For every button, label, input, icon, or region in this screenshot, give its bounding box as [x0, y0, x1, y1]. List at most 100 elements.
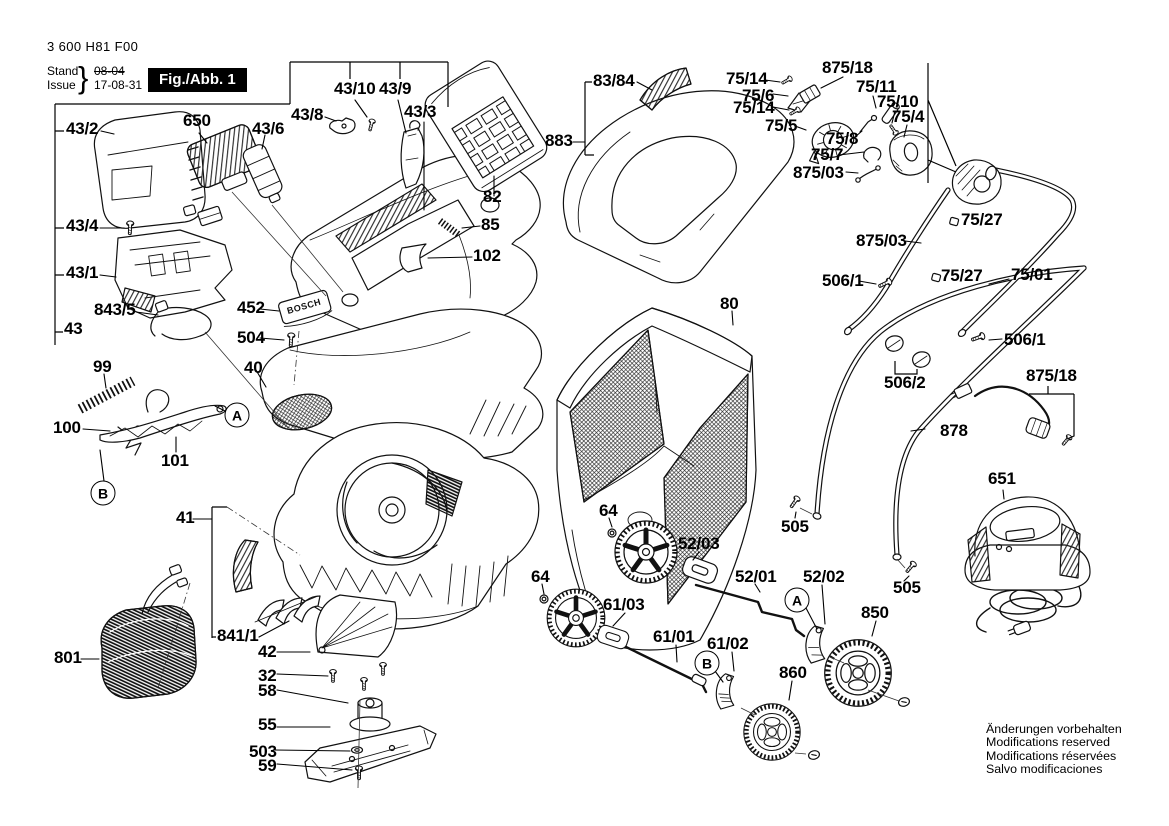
new-issue-date: 17-08-31: [94, 77, 143, 92]
screw-504-drawing: [286, 332, 296, 348]
part-callout-75-6: 75/6: [742, 86, 775, 105]
washer-503-drawing: [350, 746, 364, 754]
charger-651-drawing: [964, 496, 1091, 636]
part-callout-40: 40: [244, 358, 263, 377]
screws-32-drawing: [329, 661, 387, 691]
part-callout-75-5: 75/5: [765, 116, 798, 135]
wheel-front-upper-drawing: [615, 521, 677, 583]
part-callout-100: 100: [53, 418, 81, 437]
part-callout-75-27: 75/27: [961, 210, 1003, 229]
part-callout-83-84: 83/84: [593, 71, 635, 90]
part-number: 3 600 H81 F00: [47, 39, 139, 54]
part-callout-875-18: 875/18: [1026, 366, 1077, 385]
fan-deck-drawing: [273, 422, 540, 630]
axle-52-01-drawing: [694, 583, 806, 638]
clip-75-7: [863, 146, 882, 163]
view-marker-B: B: [694, 650, 720, 676]
part-callout-75-14: 75/14: [726, 69, 768, 88]
blade-55-drawing: [304, 725, 437, 783]
note-line-en: Modifications reserved: [986, 735, 1110, 750]
part-callout-80: 80: [720, 294, 739, 313]
part-callout-52-02: 52/02: [803, 567, 845, 586]
battery-pack-43-6-drawing: [242, 144, 283, 204]
part-callout-75-10: 75/10: [877, 92, 919, 111]
modification-notes: Änderungen vorbehalten Modifications res…: [986, 722, 1122, 777]
axle-61-01-drawing: [622, 644, 708, 694]
flap-102-drawing: [399, 243, 427, 273]
part-callout-75-01: 75/01: [1011, 265, 1053, 284]
part-callout-875-03: 875/03: [856, 231, 907, 250]
wheel-rear-850-drawing: [825, 640, 892, 707]
stand-label: Stand: [47, 64, 79, 78]
part-callout-102: 102: [473, 246, 501, 265]
part-callout-101: 101: [161, 451, 189, 470]
part-callout-883: 883: [545, 131, 573, 150]
part-callout-75-4: 75/4: [892, 107, 925, 126]
part-callout-61-03: 61/03: [603, 595, 645, 614]
clip-843-5-drawing: [150, 300, 212, 341]
part-callout-43-9: 43/9: [379, 79, 412, 98]
note-line-de: Änderungen vorbehalten: [986, 722, 1122, 736]
part-callout-61-02: 61/02: [707, 634, 749, 653]
part-callout-875-18: 875/18: [822, 58, 873, 77]
top-cover-883-drawing: [562, 90, 795, 284]
part-callout-82: 82: [483, 187, 502, 206]
part-callout-878: 878: [940, 421, 968, 440]
screw-43-10-drawing: [366, 117, 377, 133]
bosch-badge-452-drawing: BOSCH: [278, 289, 333, 327]
construction-lines: [157, 191, 906, 789]
view-marker-B: B: [90, 480, 116, 506]
bracket-52-02-drawing: [805, 625, 826, 664]
view-marker-A: A: [784, 587, 810, 613]
cable-875-18-drawing: [950, 383, 1074, 448]
part-callout-505: 505: [893, 578, 921, 597]
switch-plate-75-5: [808, 122, 855, 165]
part-callout-41: 41: [176, 508, 195, 527]
part-callout-850: 850: [861, 603, 889, 622]
part-callout-43-10: 43/10: [334, 79, 376, 98]
grip-83-84-drawing: [639, 67, 692, 111]
part-callout-59: 59: [258, 756, 277, 775]
part-callout-506-1: 506/1: [1004, 330, 1046, 349]
rod-875-03a: [855, 165, 881, 183]
part-callout-75-11: 75/11: [856, 77, 897, 96]
part-callout-506-1: 506/1: [822, 271, 864, 290]
part-callout-43-8: 43/8: [291, 105, 324, 124]
handle-tubes-drawing: [812, 167, 1087, 561]
part-callout-651: 651: [988, 469, 1016, 488]
side-flap-41-drawing: [232, 539, 259, 593]
part-callout-75-27: 75/27: [941, 266, 983, 285]
bracket-lines: [54, 61, 1075, 638]
part-callout-43-6: 43/6: [252, 119, 285, 138]
pin-75-8: [859, 114, 878, 133]
part-callout-506-2: 506/2: [884, 373, 926, 392]
bracket-61-02-drawing: [715, 673, 735, 710]
clips-506-2-drawing: [885, 335, 931, 368]
part-callout-55: 55: [258, 715, 277, 734]
figure-label-box: Fig./Abb. 1: [148, 68, 247, 92]
leader-lines: [80, 76, 1010, 771]
part-callout-32: 32: [258, 666, 277, 685]
view-marker-A: A: [224, 402, 250, 428]
part-callout-52-01: 52/01: [735, 567, 777, 586]
part-callout-43-2: 43/2: [66, 119, 99, 138]
battery-650-drawing: [186, 124, 262, 191]
part-callout-650: 650: [183, 111, 211, 130]
cover-42-drawing: [315, 594, 398, 658]
part-callout-99: 99: [93, 357, 112, 376]
latch-43-9-drawing: [400, 120, 425, 189]
part-callout-64: 64: [599, 501, 618, 520]
part-callout-85: 85: [481, 215, 500, 234]
part-callout-43-4: 43/4: [66, 216, 99, 235]
shell-75-4: [889, 130, 933, 176]
switch-housing-drawing: [951, 159, 1002, 205]
issue-dates: 08-04 17-08-31: [94, 64, 143, 92]
figure-label: Fig./Abb. 1: [159, 71, 236, 88]
part-callout-61-01: 61/01: [653, 627, 695, 646]
spacer-61-03-drawing: [596, 624, 630, 650]
issue-label: Issue: [47, 77, 76, 92]
part-callout-504: 504: [237, 328, 265, 347]
part-callout-52-03: 52/03: [678, 534, 720, 553]
note-line-fr: Modifications réservées: [986, 748, 1117, 763]
